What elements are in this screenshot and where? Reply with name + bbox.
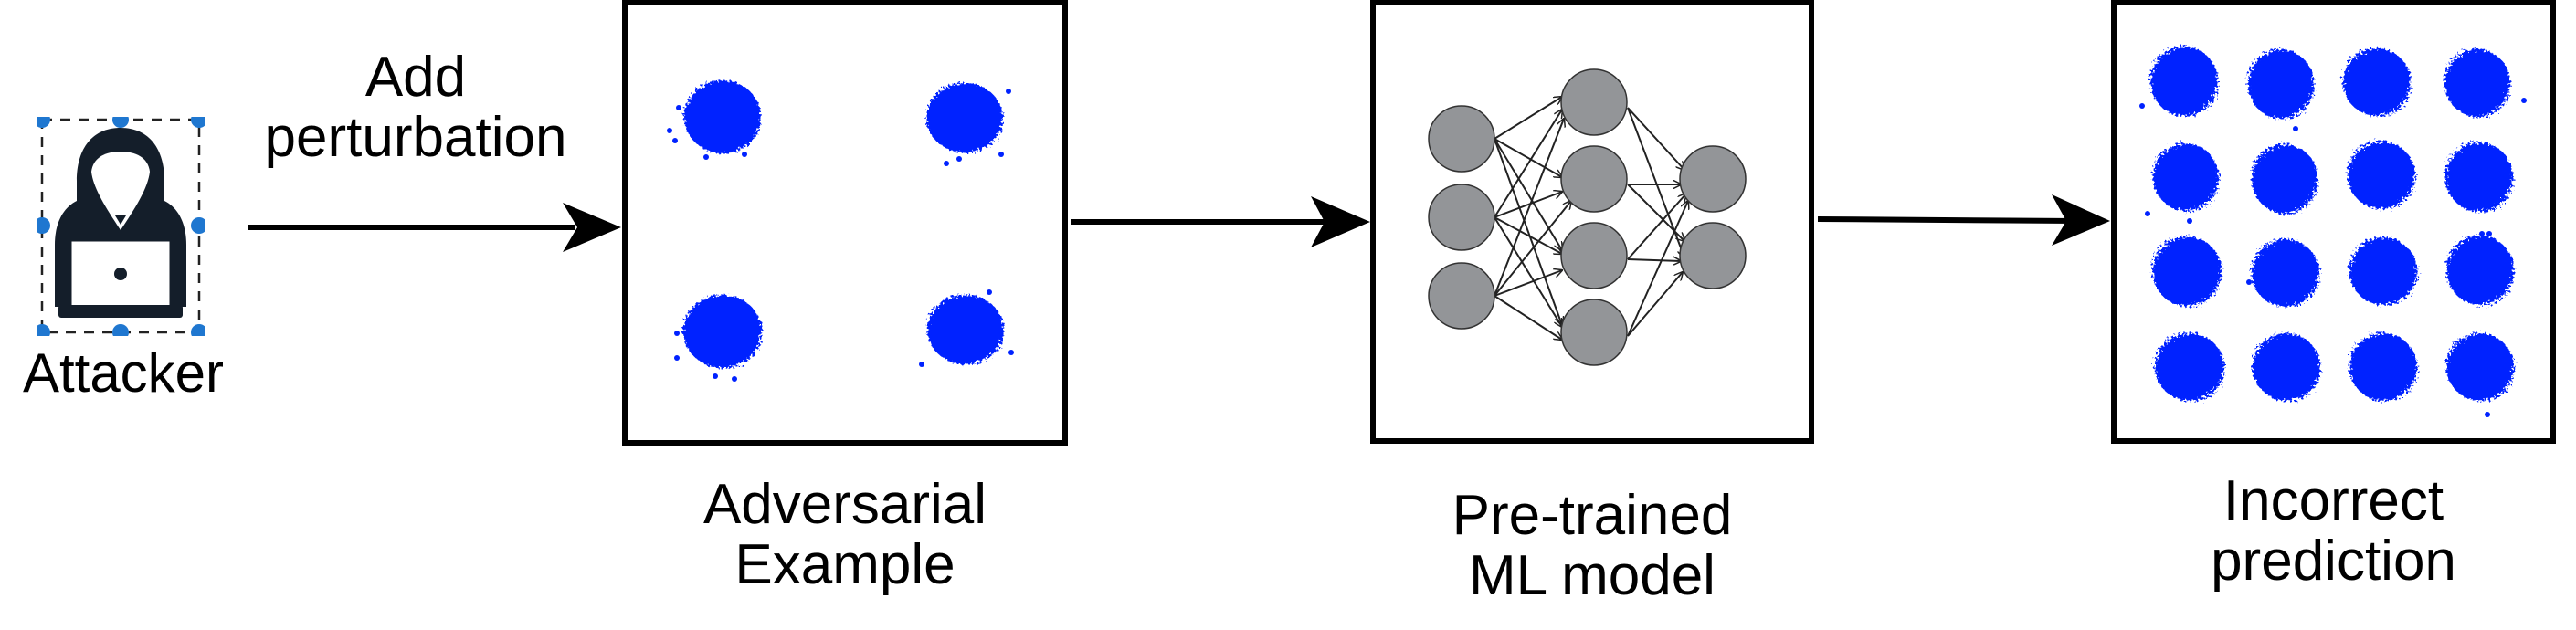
attacker-label: Attacker	[22, 342, 225, 404]
ml-model-label: Pre-trained ML model	[1370, 486, 1814, 606]
incorrect-prediction-label: Incorrect prediction	[2111, 471, 2556, 592]
incorrect-prediction-line2: prediction	[2211, 530, 2456, 593]
incorrect-prediction-line1: Incorrect	[2222, 469, 2444, 532]
input-node-3	[1428, 262, 1495, 330]
output-node-1	[1679, 145, 1747, 213]
arrow-model-to-prediction	[1818, 194, 2110, 246]
selection-handles	[37, 117, 205, 336]
adversarial-example-label: Adversarial Example	[622, 475, 1068, 595]
input-node-1	[1428, 105, 1495, 173]
network-nodes	[1428, 68, 1747, 366]
hidden-node-3	[1560, 222, 1628, 289]
attacker-node	[37, 117, 205, 336]
hidden-node-2	[1560, 145, 1628, 213]
adversarial-example-line2: Example	[734, 533, 955, 596]
add-perturbation-line1: Add	[364, 46, 467, 109]
arrow-adversarial-to-model	[1071, 196, 1370, 247]
input-node-2	[1428, 184, 1495, 251]
neural-network-icon	[1428, 68, 1747, 366]
scatter-4x4-clusters	[2139, 47, 2527, 417]
ml-model-line2: ML model	[1469, 544, 1716, 607]
add-perturbation-label: Add perturbation	[228, 47, 603, 168]
hidden-node-4	[1560, 299, 1628, 366]
incorrect-prediction-plot	[2111, 0, 2556, 444]
adversarial-example-plot	[622, 0, 1068, 446]
network-edges	[1494, 97, 1688, 340]
ml-model-diagram	[1370, 0, 1814, 444]
adversarial-example-line1: Adversarial	[702, 473, 987, 536]
add-perturbation-line2: perturbation	[264, 106, 567, 169]
hidden-node-1	[1560, 68, 1628, 136]
output-node-2	[1679, 222, 1747, 289]
scatter-2x2-clusters	[667, 80, 1014, 382]
hooded-hacker-icon	[37, 117, 205, 336]
ml-model-line1: Pre-trained	[1452, 484, 1733, 547]
arrow-attacker-to-adversarial	[248, 203, 621, 252]
